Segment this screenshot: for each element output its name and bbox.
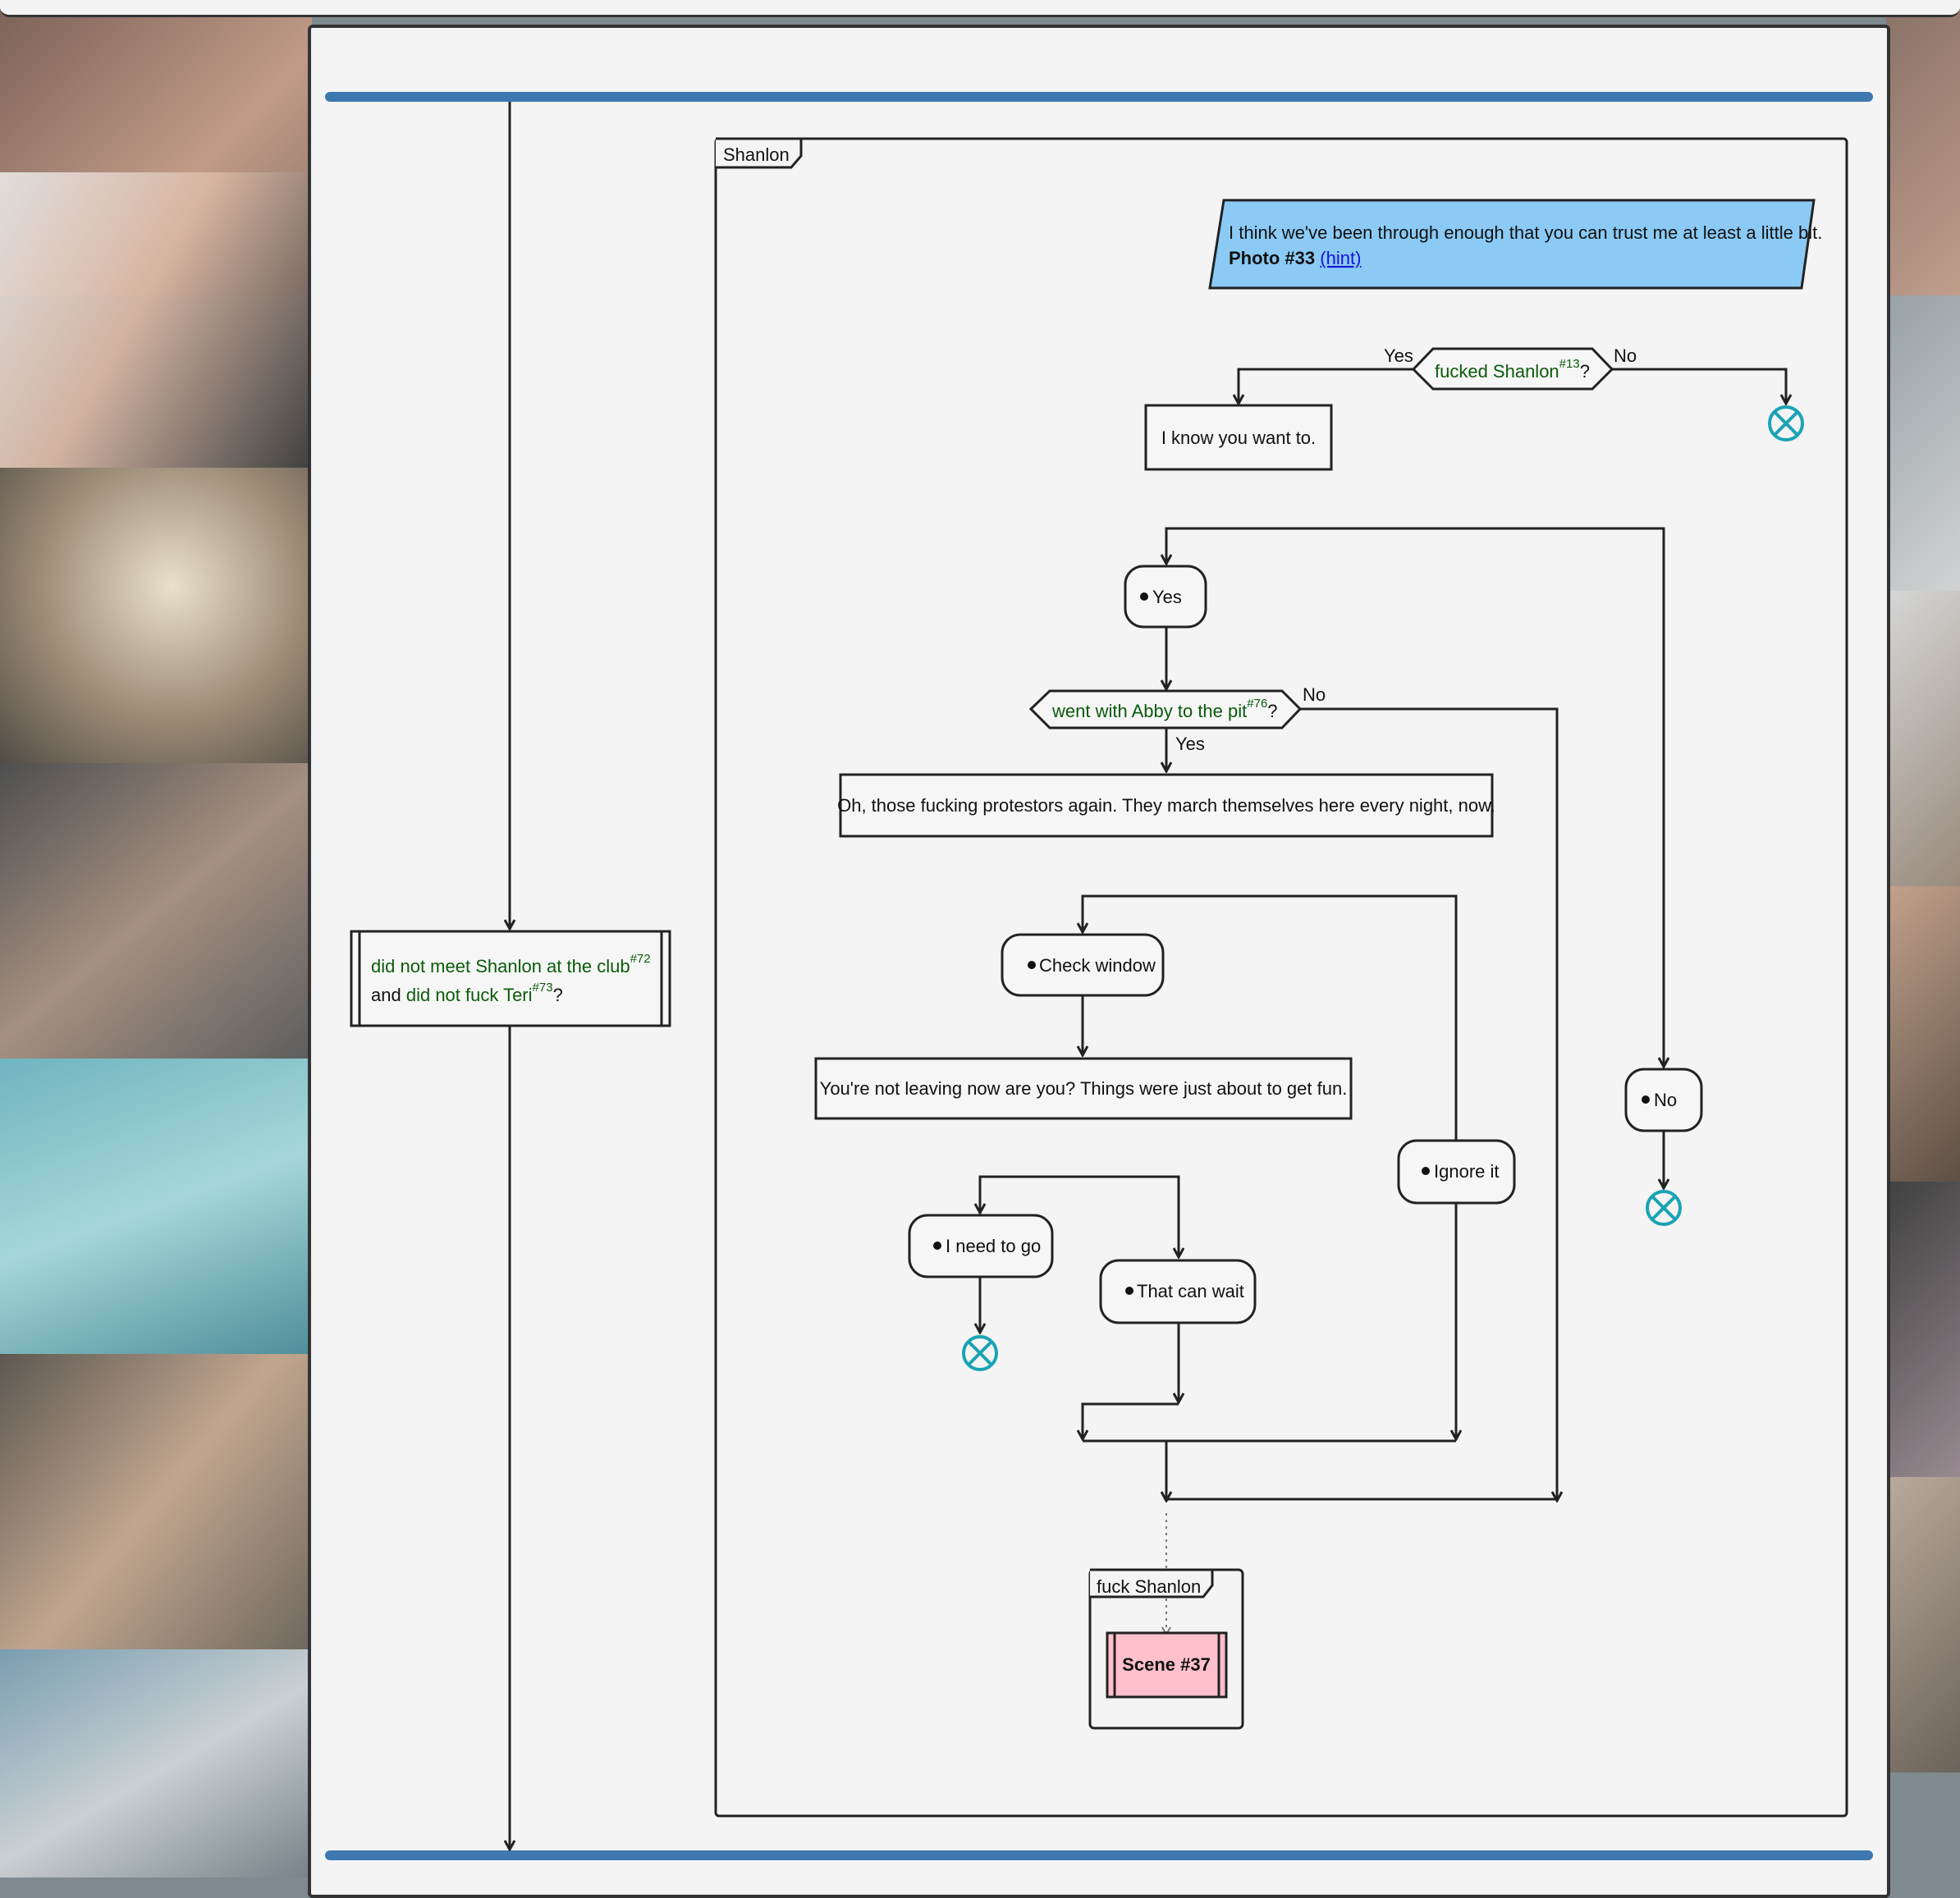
choice-check-window-label: Check window [1039,955,1156,976]
background-photo [0,1649,312,1877]
dialogue-line1-box [1144,404,1333,471]
svg-text:Photo #33 (hint): Photo #33 (hint) [1229,248,1361,268]
condition-left-part2: did not fuck Teri [406,985,533,1005]
background-photo [1886,1477,1960,1772]
dialogue-line1: I know you want to. [1161,428,1316,448]
svg-text:and did not fuck Teri#73?: and did not fuck Teri#73? [371,981,563,1005]
dialogue-note: I think we've been through enough that y… [1208,199,1822,290]
svg-text:fucked Shanlon#13?: fucked Shanlon#13? [1435,357,1590,382]
swimlane-title: Shanlon [723,144,790,165]
decision2-q: ? [1267,701,1277,721]
decision2-no: No [1303,684,1326,705]
swimlane-shanlon: Shanlon [714,137,1848,1818]
background-photo [1886,0,1960,295]
right-photo-strip [1886,0,1960,1877]
choice-yes-label: Yes [1152,587,1182,607]
choice-that-can-wait-label: That can wait [1137,1281,1244,1301]
condition-left-and: and [371,985,401,1005]
flow-line [1612,368,1786,404]
choice-need-to-go-label: I need to go [946,1236,1041,1256]
scene-label[interactable]: Scene #37 [1122,1654,1211,1675]
condition-left-part1: did not meet Shanlon at the club [371,956,630,976]
svg-text:did not meet Shanlon at the cl: did not meet Shanlon at the club#72 [371,952,651,976]
hint-link[interactable]: (hint) [1320,248,1361,268]
background-photo [1886,591,1960,886]
background-photo [0,1354,312,1649]
decision2-sup: #76 [1247,697,1267,711]
background-photo [0,1059,312,1354]
flow-line [1300,707,1557,1501]
decision1-no: No [1614,345,1637,366]
top-bar [0,0,1960,17]
choice-check-window[interactable]: Check window [1001,933,1165,997]
condition-box-left: did not meet Shanlon at the club#72 and … [350,930,671,1027]
end-icon [1768,405,1804,441]
group-title: fuck Shanlon [1097,1576,1201,1597]
flow-line [1239,368,1413,404]
left-photo-strip [0,0,312,1877]
decision2-text: went with Abby to the pit [1051,701,1247,721]
dialogue-line2-box [839,773,1494,838]
note-text: I think we've been through enough that y… [1229,222,1822,243]
diagram-panel: did not meet Shanlon at the club#72 and … [308,25,1890,1898]
condition-left-q: ? [553,985,563,1005]
decision1-yes: Yes [1384,345,1413,366]
group-fuck-shanlon: fuck Shanlon Scene #37 [1088,1568,1244,1730]
dialogue-line3: You're not leaving now are you? Things w… [820,1078,1348,1099]
flow-line [1083,894,1458,1146]
decision2-yes: Yes [1175,734,1205,754]
background-photo [0,468,312,763]
svg-text:went with Abby to the pit#76?: went with Abby to the pit#76? [1051,697,1278,721]
activity-diagram: did not meet Shanlon at the club#72 and … [325,92,1873,1860]
choice-that-can-wait[interactable]: That can wait [1099,1259,1257,1324]
dialogue-line2: Oh, those fucking protestors again. They… [837,795,1495,816]
background-photo [0,172,312,468]
condition-left-sup1: #72 [630,952,651,966]
decision-fucked-shanlon: fucked Shanlon#13? Yes No [1384,345,1637,391]
end-icon [962,1335,998,1371]
background-photo [0,763,312,1059]
background-photo [1886,1182,1960,1477]
choice-ignore-it-label: Ignore it [1434,1161,1500,1182]
choice-need-to-go[interactable]: I need to go [908,1214,1054,1278]
decision-went-with-abby: went with Abby to the pit#76? No Yes [1028,684,1326,754]
decision1-text: fucked Shanlon [1435,361,1559,382]
flow-line [1083,1402,1179,1439]
photo-label: Photo #33 [1229,248,1315,268]
background-photo [1886,295,1960,591]
background-photo [1886,886,1960,1182]
choice-yes[interactable]: Yes [1124,565,1207,629]
choice-ignore-it[interactable]: Ignore it [1397,1139,1516,1205]
condition-left-sup2: #73 [533,981,553,995]
decision1-q: ? [1580,361,1590,382]
choice-no-label: No [1654,1090,1677,1110]
decision1-sup: #13 [1559,357,1580,371]
dialogue-line3-box [814,1057,1353,1120]
choice-no[interactable]: No [1624,1068,1703,1132]
end-icon [1646,1190,1682,1226]
